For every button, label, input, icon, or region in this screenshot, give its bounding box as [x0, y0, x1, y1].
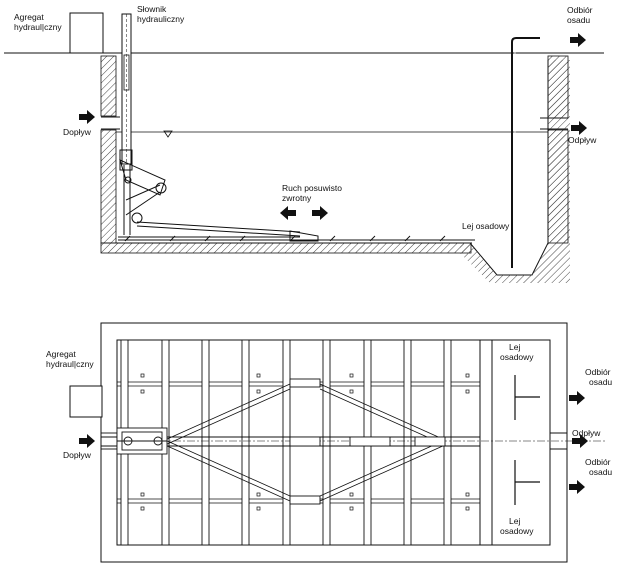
plan-sludge-top-line1: Odbiór — [585, 367, 611, 377]
plan-pipes — [101, 432, 567, 450]
lever-mechanism — [119, 149, 167, 235]
motion-left-arrow-icon — [280, 206, 296, 220]
section-sludge-out-line2: osadu — [567, 15, 590, 25]
right-wall-lower — [547, 129, 569, 244]
section-outflow-label: Odpływ — [568, 135, 597, 145]
plan-hopper-bottom-line1: Lej — [509, 516, 520, 526]
floor-scraper-blades — [124, 235, 446, 242]
plan-sludge-top-arrow-icon — [569, 391, 585, 405]
plan-view: Agregat hydraul|czny — [46, 322, 612, 563]
section-sludge-out-line1: Odbiór — [567, 5, 593, 15]
inflow-arrow-icon — [79, 110, 95, 124]
central-shaft — [101, 436, 605, 447]
sludge-pipe — [511, 37, 540, 268]
floor-slab — [100, 242, 472, 254]
actuator-label-line2: hydrauliczny — [137, 14, 185, 24]
aggregate-label-line1: Agregat — [14, 12, 44, 22]
outflow-arrow-icon — [571, 121, 587, 135]
basin-inner — [116, 339, 551, 546]
left-wall-upper — [100, 55, 117, 117]
arrow-icons-section — [79, 33, 587, 220]
motion-right-arrow-icon — [312, 206, 328, 220]
sludge-out-arrow-icon — [570, 33, 586, 47]
aggregate-box — [69, 12, 104, 54]
scraper-frame — [118, 221, 475, 242]
plan-inflow-arrow-icon — [79, 434, 95, 448]
motion-label-line2: zwrotny — [282, 193, 312, 203]
plan-sludge-bottom-arrow-icon — [569, 480, 585, 494]
drive-head — [116, 427, 168, 455]
plan-sludge-bottom-line2: osadu — [589, 467, 612, 477]
aggregate-label-line2: hydraul|czny — [14, 22, 62, 32]
plan-sludge-bottom-line1: Odbiór — [585, 457, 611, 467]
hopper-outline — [469, 60, 549, 276]
plan-inflow-label: Dopływ — [63, 450, 92, 460]
plan-hopper-top-line2: osadowy — [500, 352, 534, 362]
rail-markers — [140, 373, 470, 511]
plan-outflow-arrow-icon — [572, 434, 588, 448]
diagonal-bracing — [164, 383, 446, 502]
plan-outflow-label: Odpływ — [572, 428, 601, 438]
connector-plates — [289, 378, 321, 505]
section-view: Agregat hydraul|czny Słownik hydrauliczn — [4, 4, 604, 283]
plan-aggregate-label-line1: Agregat — [46, 349, 76, 359]
plan-aggregate-label-line2: hydraul|czny — [46, 359, 94, 369]
actuator-label-line1: Słownik — [137, 4, 167, 14]
right-wall — [547, 55, 569, 119]
plan-hopper-top-line1: Lej — [509, 342, 520, 352]
left-wall-lower — [100, 129, 117, 244]
water-level-symbol — [163, 130, 173, 138]
section-inflow-label: Dopływ — [63, 127, 92, 137]
arrow-icons-plan — [79, 391, 588, 494]
plan-sludge-top-line2: osadu — [589, 377, 612, 387]
plan-aggregate-box — [69, 385, 103, 418]
motion-label-line1: Ruch posuwisto — [282, 183, 342, 193]
hopper-label: Lej osadowy — [462, 221, 510, 231]
plan-hopper-bottom-line2: osadowy — [500, 526, 534, 536]
sludge-collectors — [514, 375, 540, 505]
